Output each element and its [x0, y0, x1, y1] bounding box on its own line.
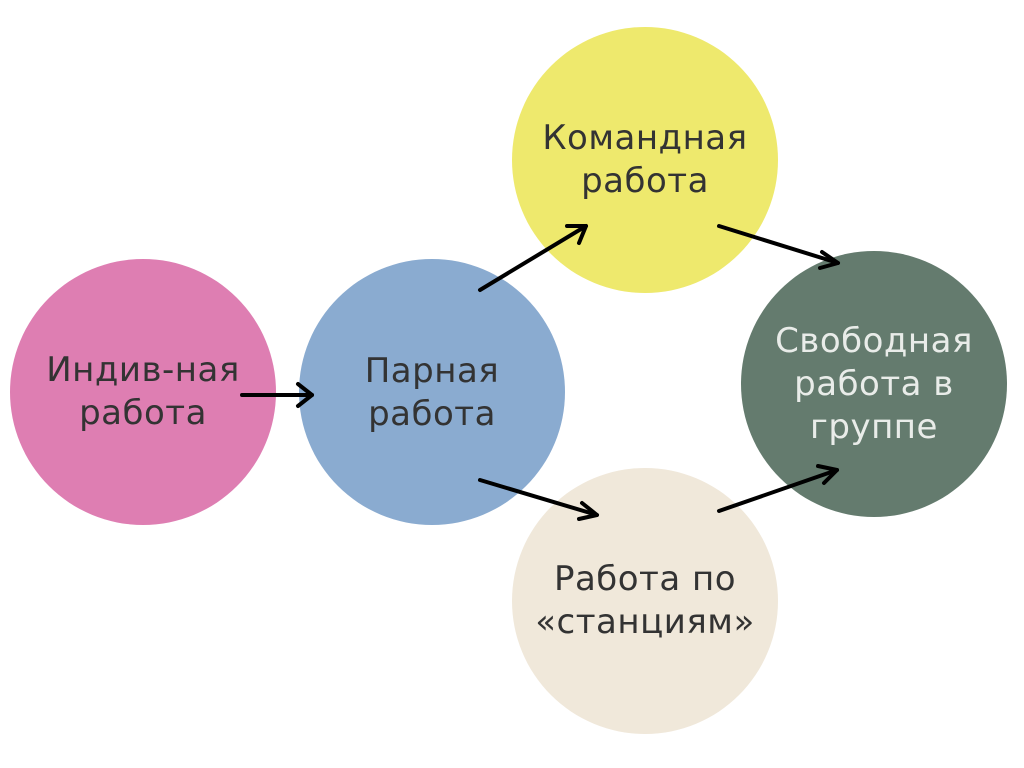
arrow-individual-to-pair — [240, 382, 314, 408]
node-team-label: Командная работа — [542, 118, 748, 201]
node-individual-label: Индив-ная работа — [46, 350, 240, 433]
node-free-label: Свободная работа в группе — [775, 320, 973, 447]
node-individual-work: Индив-ная работа — [10, 259, 276, 525]
node-stations-label: Работа по «станциям» — [535, 559, 755, 642]
node-pair-work: Парная работа — [299, 259, 565, 525]
arrow-stations-to-free — [717, 464, 839, 513]
node-free-group-work: Свободная работа в группе — [741, 251, 1007, 517]
arrow-pair-to-stations — [478, 478, 599, 521]
node-stations-work: Работа по «станциям» — [512, 468, 778, 734]
arrow-team-to-free — [717, 224, 840, 270]
node-team-work: Командная работа — [512, 27, 778, 293]
arrow-pair-to-team — [478, 224, 588, 292]
node-pair-label: Парная работа — [364, 351, 500, 434]
